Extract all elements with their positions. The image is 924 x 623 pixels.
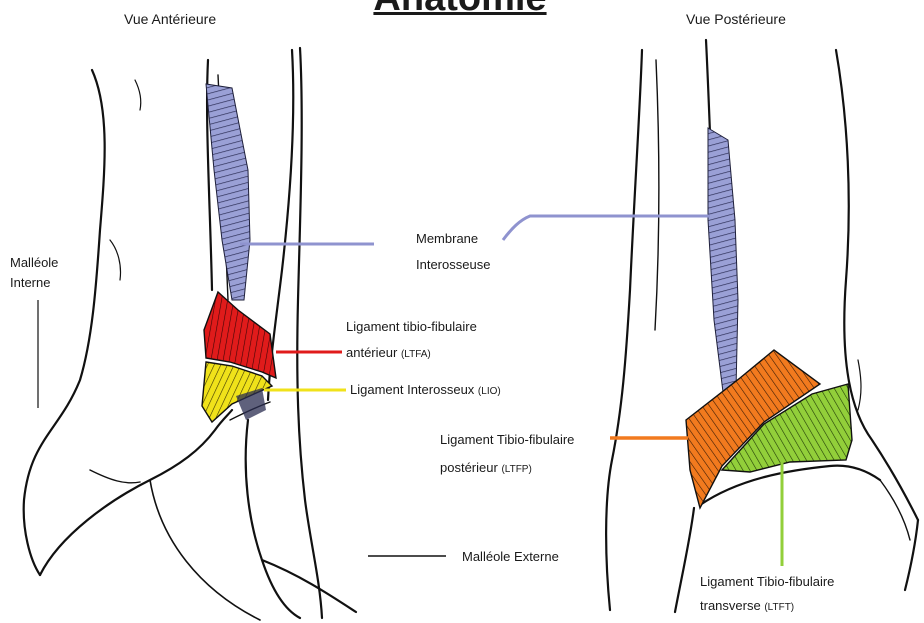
medial-malleolus-outline	[40, 410, 232, 575]
ltfa-label-line1: Ligament tibio-fibulaire	[346, 318, 477, 336]
interosseous-membrane-posterior	[708, 128, 738, 400]
lio-label: Ligament Interosseux (LIO)	[350, 381, 501, 401]
ltfa-abbreviation: (LTFA)	[401, 349, 431, 360]
posterior-view-heading: Vue Postérieure	[686, 10, 786, 28]
lio-abbreviation: (LIO)	[478, 386, 501, 397]
ltfp-label-line1: Ligament Tibio-fibulaire	[440, 431, 574, 449]
malleole-interne-label-line1: Malléole	[10, 254, 58, 272]
fibula-outline-posterior	[606, 50, 642, 610]
malleole-externe-label: Malléole Externe	[462, 548, 559, 566]
membrane-leader-posterior	[503, 216, 710, 240]
interosseous-membrane-anterior	[206, 84, 250, 300]
ltfa-label-line2: antérieur (LTFA)	[346, 344, 431, 364]
membrane-label-line2: Interosseuse	[416, 256, 490, 274]
anterior-view-heading: Vue Antérieure	[124, 10, 216, 28]
ltft-abbreviation: (LTFT)	[764, 602, 794, 613]
ltfp-label-line2: postérieur (LTFP)	[440, 459, 532, 479]
tibia-outline-anterior	[24, 70, 105, 575]
ltfp-abbreviation: (LTFP)	[501, 464, 531, 475]
posterior-view	[606, 40, 918, 612]
anterior-view	[24, 48, 356, 620]
membrane-label-line1: Membrane	[416, 230, 478, 248]
lateral-malleolus-outline	[246, 420, 300, 618]
ltft-label-line1: Ligament Tibio-fibulaire	[700, 573, 834, 591]
ltft-label-line2: transverse (LTFT)	[700, 597, 794, 617]
malleole-interne-label-line2: Interne	[10, 274, 50, 292]
